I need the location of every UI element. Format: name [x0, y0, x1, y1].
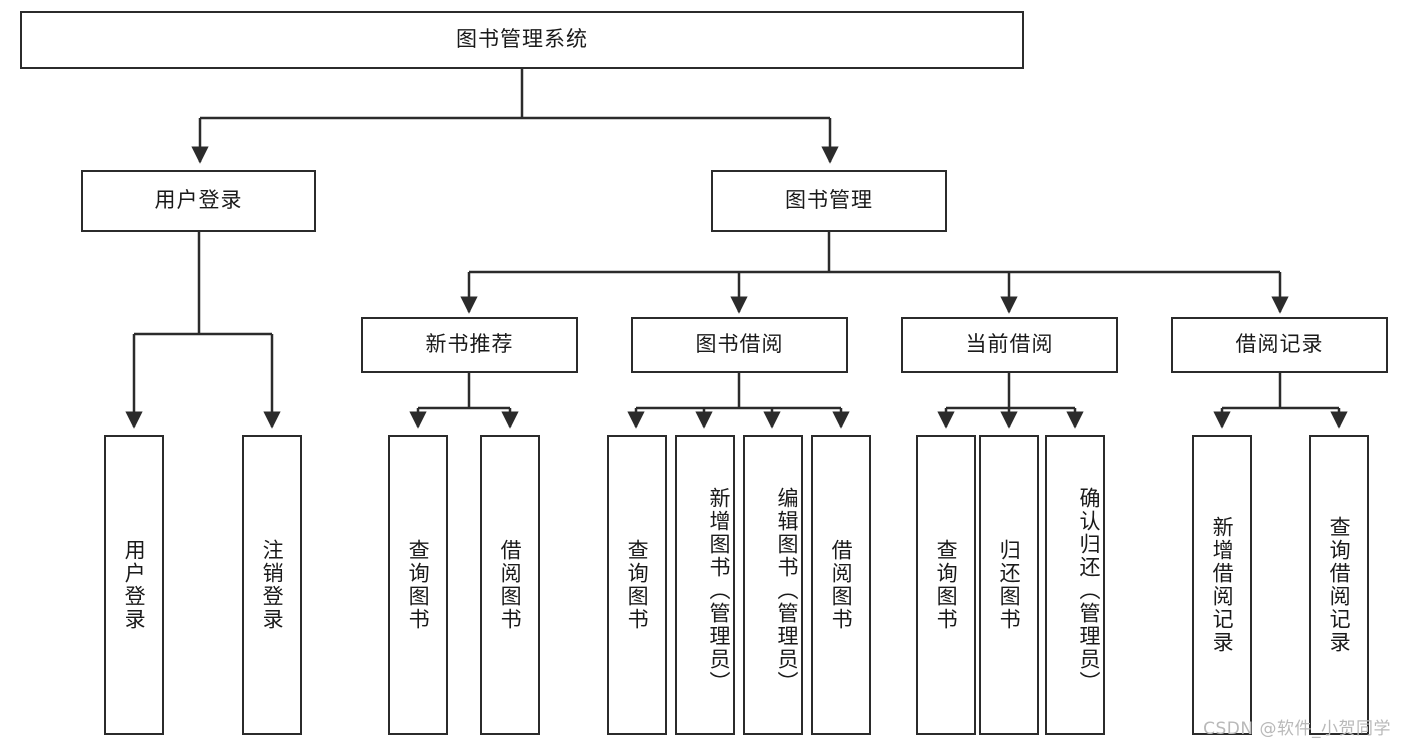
node-borrow-record[interactable]: 借阅记录 — [1171, 317, 1388, 373]
leaf-current-query-book-label: 查询图书 — [934, 539, 959, 631]
leaf-user-logout-label: 注销登录 — [260, 539, 285, 631]
leaf-borrow-edit-book-label: 编辑图书（管理员） — [775, 486, 799, 694]
leaf-current-query-book[interactable]: 查询图书 — [916, 435, 976, 735]
leaf-borrow-add-book-label: 新增图书（管理员） — [707, 486, 731, 694]
node-book-borrow[interactable]: 图书借阅 — [631, 317, 848, 373]
leaf-user-login[interactable]: 用户登录 — [104, 435, 164, 735]
leaf-user-logout[interactable]: 注销登录 — [242, 435, 302, 735]
leaf-borrow-borrow-book-label: 借阅图书 — [829, 539, 854, 631]
node-book-management[interactable]: 图书管理 — [711, 170, 947, 232]
leaf-borrow-query-book[interactable]: 查询图书 — [607, 435, 667, 735]
leaf-current-return-book[interactable]: 归还图书 — [979, 435, 1039, 735]
node-book-borrow-label: 图书借阅 — [695, 332, 784, 357]
watermark: CSDN @软件_小贺同学 — [1203, 719, 1391, 739]
leaf-recommend-borrow-book-label: 借阅图书 — [498, 539, 523, 631]
leaf-recommend-borrow-book[interactable]: 借阅图书 — [480, 435, 540, 735]
leaf-borrow-query-book-label: 查询图书 — [625, 539, 650, 631]
leaf-current-return-book-label: 归还图书 — [997, 539, 1022, 631]
node-user-login-label: 用户登录 — [154, 188, 243, 213]
node-book-management-label: 图书管理 — [785, 188, 873, 213]
leaf-record-query[interactable]: 查询借阅记录 — [1309, 435, 1369, 735]
node-new-book-recommend[interactable]: 新书推荐 — [361, 317, 578, 373]
leaf-record-add-label: 新增借阅记录 — [1210, 516, 1235, 654]
node-new-book-recommend-label: 新书推荐 — [425, 332, 514, 357]
node-user-login[interactable]: 用户登录 — [81, 170, 316, 232]
leaf-user-login-label: 用户登录 — [122, 539, 147, 631]
node-current-borrow-label: 当前借阅 — [965, 332, 1054, 357]
leaf-borrow-add-book[interactable]: 新增图书（管理员） — [675, 435, 735, 735]
leaf-borrow-edit-book[interactable]: 编辑图书（管理员） — [743, 435, 803, 735]
node-root[interactable]: 图书管理系统 — [20, 11, 1024, 69]
leaf-record-add[interactable]: 新增借阅记录 — [1192, 435, 1252, 735]
leaf-recommend-query-book-label: 查询图书 — [406, 539, 431, 631]
leaf-current-confirm-return-label: 确认归还（管理员） — [1077, 486, 1101, 694]
node-current-borrow[interactable]: 当前借阅 — [901, 317, 1118, 373]
leaf-borrow-borrow-book[interactable]: 借阅图书 — [811, 435, 871, 735]
node-borrow-record-label: 借阅记录 — [1235, 332, 1324, 357]
node-root-label: 图书管理系统 — [456, 27, 588, 52]
leaf-current-confirm-return[interactable]: 确认归还（管理员） — [1045, 435, 1105, 735]
leaf-record-query-label: 查询借阅记录 — [1327, 516, 1352, 654]
leaf-recommend-query-book[interactable]: 查询图书 — [388, 435, 448, 735]
